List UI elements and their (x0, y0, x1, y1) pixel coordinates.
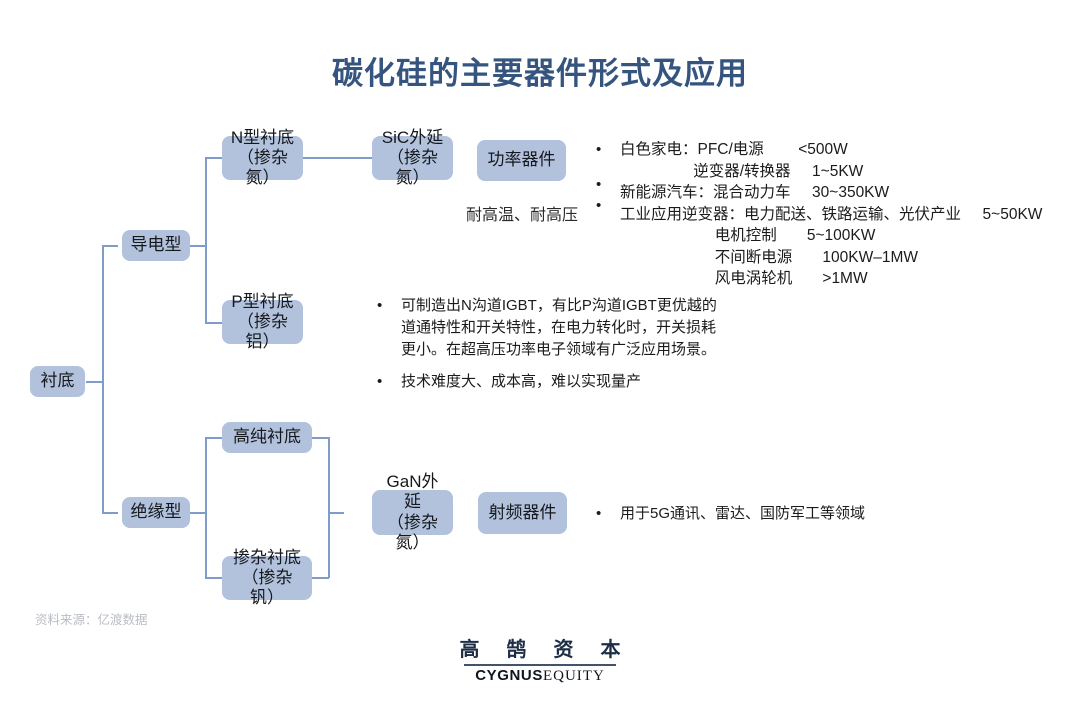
p-substrate-note-1: 可制造出N沟道IGBT，有比P沟道IGBT更优越的 道通特性和开关特性，在电力转… (401, 297, 717, 358)
logo-english-bold: CYGNUS (475, 666, 543, 684)
source-note: 资料来源：亿渡数据 (35, 613, 148, 627)
node-high-purity-substrate[interactable]: 高纯衬底 (222, 422, 312, 453)
connector-merge-to-gan (328, 512, 344, 514)
connector-conductive-to-n (205, 157, 222, 159)
connector-insulating-to-doped (205, 577, 222, 579)
connector-conductive-stub (190, 245, 205, 247)
power-applications-text: 白色家电：PFC/电源 <500W 逆变器/转换器 1~5KW 新能源汽车：混合… (620, 141, 1043, 287)
page-title: 碳化硅的主要器件形式及应用 (332, 56, 748, 91)
bullet-marker-new-energy-vehicle: • (596, 176, 602, 193)
node-insulating-type[interactable]: 绝缘型 (122, 497, 190, 528)
power-device-note: 耐高温、耐高压 (466, 207, 579, 224)
bullet-marker-rf-note: • (596, 505, 602, 522)
node-root-substrate[interactable]: 衬底 (30, 366, 85, 397)
connector-root-stub (86, 381, 102, 383)
logo-divider (464, 664, 616, 666)
p-substrate-note-2: 技术难度大、成本高，难以实现量产 (401, 373, 642, 390)
connector-merge-spine (328, 437, 330, 578)
connector-insulating-to-highpurity (205, 437, 222, 439)
connector-n-to-sic (303, 157, 372, 159)
node-conductive-type[interactable]: 导电型 (122, 230, 190, 261)
connector-conductive-to-p (205, 322, 222, 324)
node-doped-substrate[interactable]: 掺杂衬底 （掺杂钒） (222, 548, 312, 607)
logo-english-name: CYGNUSEQUITY (0, 667, 1080, 685)
connector-conductive-spine (205, 157, 207, 324)
node-power-device[interactable]: 功率器件 (477, 140, 566, 181)
node-rf-device[interactable]: 射频器件 (478, 492, 567, 534)
node-n-type-substrate[interactable]: N型衬底 （掺杂氮） (222, 128, 303, 187)
company-logo: 高 鹄 资 本 CYGNUSEQUITY (0, 638, 1080, 685)
logo-english-light: EQUITY (542, 667, 605, 684)
connector-insulating-stub (190, 512, 205, 514)
connector-root-spine (102, 245, 104, 514)
connector-merge-top (312, 437, 329, 439)
rf-device-note: 用于5G通讯、雷达、国防军工等领域 (620, 505, 866, 522)
bullet-marker-p-note-2: • (377, 373, 383, 390)
connector-root-to-insulating (102, 512, 118, 514)
logo-chinese-name: 高 鹄 资 本 (459, 639, 632, 661)
bullet-marker-p-note-1: • (377, 297, 383, 314)
bullet-marker-white-goods: • (596, 141, 602, 158)
node-gan-epitaxy[interactable]: GaN外延 （掺杂氮） (372, 472, 453, 552)
node-sic-epitaxy[interactable]: SiC外延 （掺杂氮） (372, 128, 453, 187)
bullet-marker-industrial-inverter: • (596, 197, 602, 214)
node-p-type-substrate[interactable]: P型衬底 （掺杂铝） (222, 292, 303, 351)
connector-merge-bottom (312, 577, 329, 579)
connector-root-to-conductive (102, 245, 118, 247)
connector-insulating-spine (205, 437, 207, 578)
